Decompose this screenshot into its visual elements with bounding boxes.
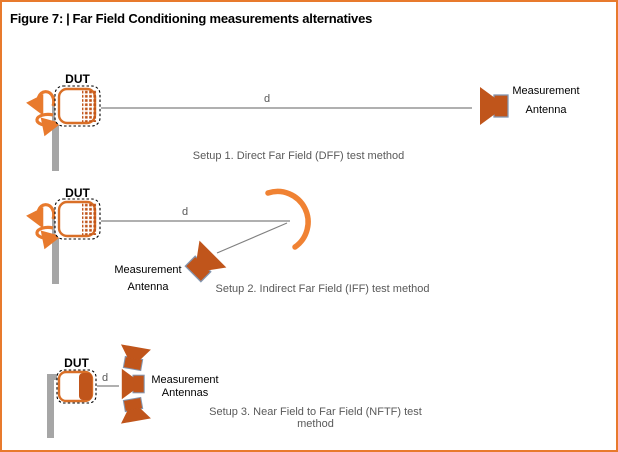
dut-icon-setup2: [37, 199, 100, 284]
figure-number: Figure 7:: [10, 11, 64, 26]
setup1-group: [37, 86, 509, 171]
setup2-group: [37, 188, 311, 288]
measurement-antennas-label-setup3: Measurement Antennas: [151, 374, 219, 399]
reflection-path-line: [216, 222, 288, 254]
dut-icon-setup3: [45, 368, 98, 440]
distance-label-setup3: d: [101, 372, 109, 384]
dut-label-setup2: DUT: [65, 186, 90, 200]
measurement-antenna-label-setup1: Measurement Antenna: [512, 85, 580, 116]
dut-label-setup1: DUT: [65, 72, 90, 86]
nf-horn-antenna-middle-icon: [121, 368, 145, 400]
setup3-group: [45, 343, 152, 440]
figure-title-text: Far Field Conditioning measurements alte…: [72, 11, 373, 26]
title-separator: |: [66, 11, 70, 26]
figure-title: Figure 7: | Far Field Conditioning measu…: [10, 11, 372, 26]
reflector-arc-icon: [265, 188, 311, 250]
dut-label-setup3: DUT: [64, 356, 89, 370]
nf-horn-antenna-bottom-icon: [116, 395, 152, 425]
distance-label-setup1: d: [263, 93, 271, 105]
caption-setup3: Setup 3. Near Field to Far Field (NFTF) …: [209, 406, 422, 430]
distance-label-setup2: d: [181, 206, 189, 218]
dut-icon-setup1: [37, 86, 100, 171]
nf-horn-antenna-top-icon: [116, 343, 152, 373]
caption-setup1: Setup 1. Direct Far Field (DFF) test met…: [192, 150, 405, 162]
measurement-horn-antenna-icon-setup1: [479, 86, 509, 126]
caption-setup2: Setup 2. Indirect Far Field (IFF) test m…: [215, 283, 430, 295]
measurement-antenna-label-setup2: Measurement Antenna: [114, 264, 182, 293]
